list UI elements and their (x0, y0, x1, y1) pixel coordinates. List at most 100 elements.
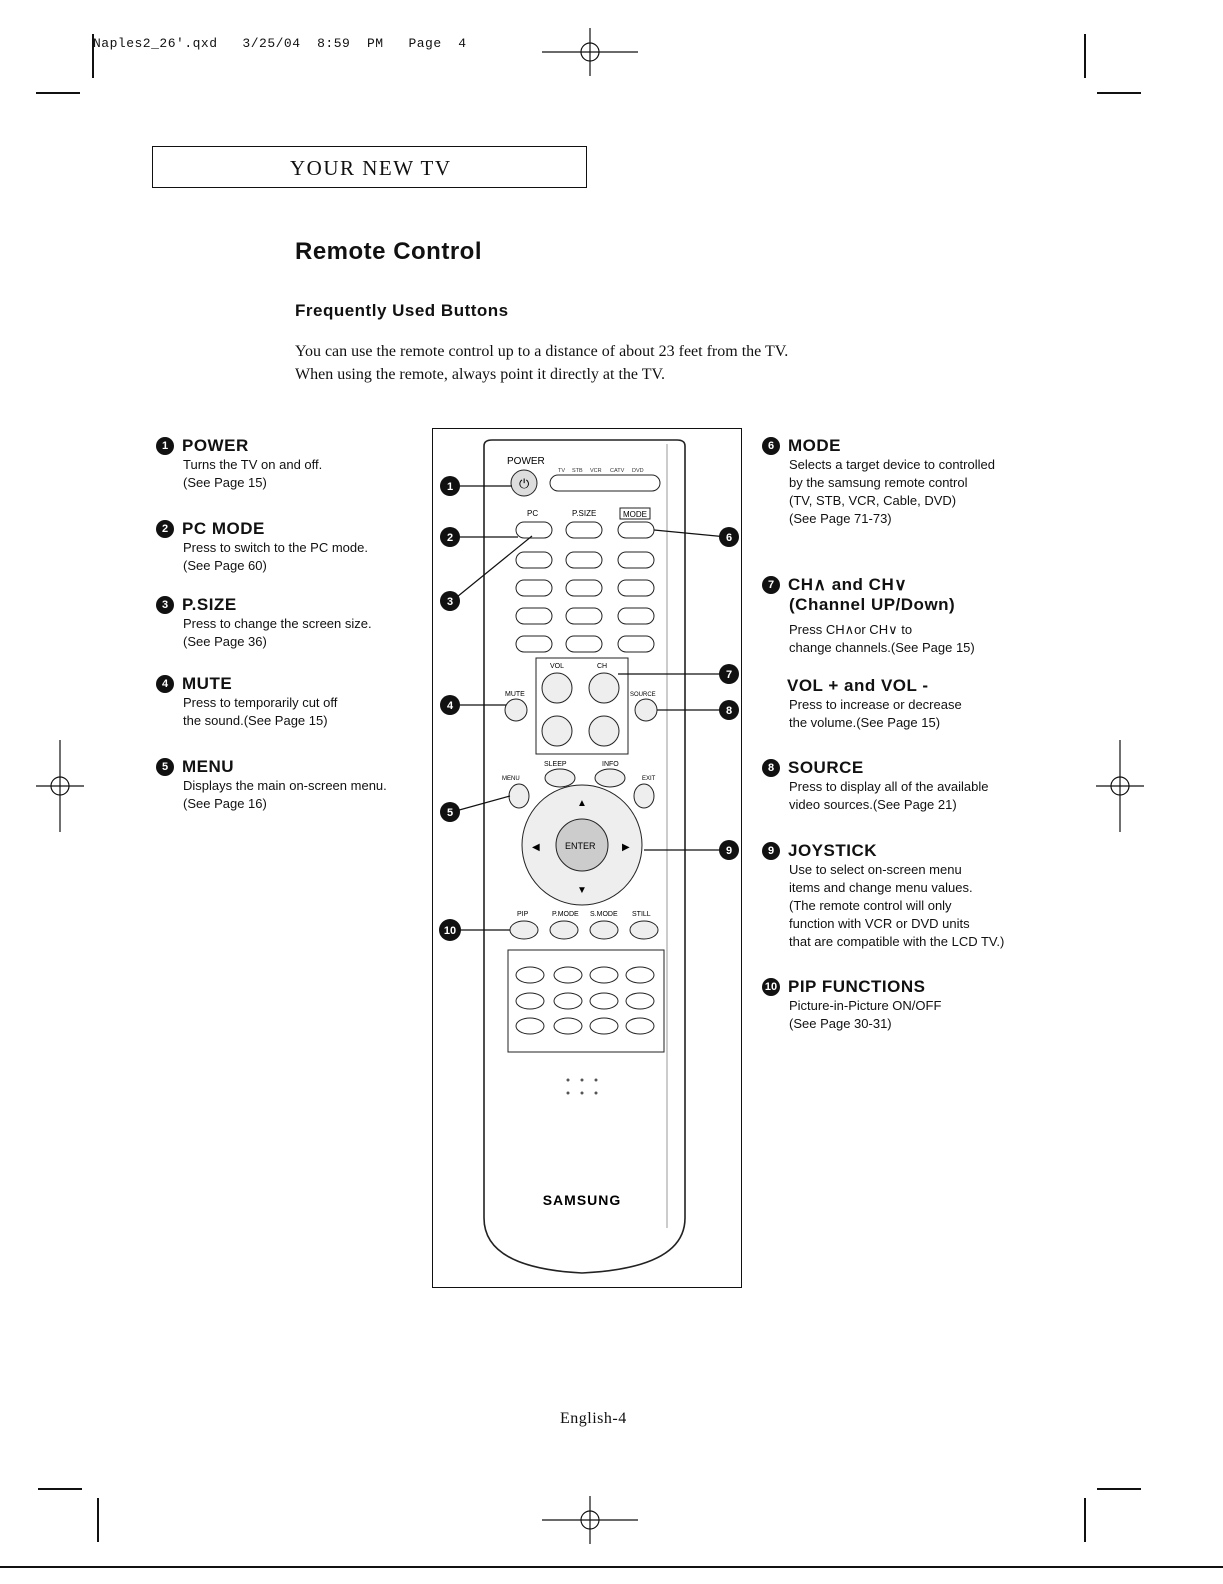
intro-line: You can use the remote control up to a d… (295, 343, 789, 360)
ch-down-button (588, 715, 620, 747)
registration-mark (1096, 740, 1144, 832)
ch-label: CH (597, 663, 607, 670)
crop-mark (1084, 1498, 1086, 1542)
pc-button (515, 521, 553, 539)
callout-number: 7 (762, 576, 780, 594)
mode-label-tv: TV (558, 468, 565, 474)
callout-number: 4 (156, 675, 174, 693)
psize-button (565, 521, 603, 539)
info-label: INFO (602, 761, 619, 768)
svg-text:▲: ▲ (577, 798, 587, 809)
remote-illustration-frame (432, 428, 742, 1288)
item-heading: POWER (182, 436, 249, 455)
svg-text:◀: ◀ (532, 842, 540, 853)
vol-up-button (541, 672, 573, 704)
sleep-label: SLEEP (544, 761, 567, 768)
item-heading: MUTE (182, 674, 233, 693)
item-description: Displays the main on-screen menu. (See P… (183, 778, 387, 811)
section-title: YOUR NEW TV (290, 156, 452, 180)
callout-8 (719, 700, 739, 720)
pmode-button (549, 920, 579, 940)
page-edge (0, 1566, 1223, 1568)
mode-label-dvd: DVD (632, 468, 644, 474)
smode-button (589, 920, 619, 940)
svg-text:10: 10 (444, 925, 456, 937)
item-description: Press to switch to the PC mode. (See Pag… (183, 540, 368, 573)
crop-mark (36, 92, 80, 94)
svg-text:3: 3 (447, 596, 453, 608)
callout-number: 2 (156, 520, 174, 538)
item-heading: PC MODE (182, 519, 265, 538)
callout-number: 9 (762, 842, 780, 860)
still-label: STILL (632, 911, 651, 918)
svg-text:7: 7 (726, 669, 732, 681)
mode-label-catv: CATV (610, 468, 625, 474)
callout-number: 6 (762, 437, 780, 455)
samsung-logo: SAMSUNG (543, 1192, 622, 1208)
crop-mark (1097, 92, 1141, 94)
subtitle: Frequently Used Buttons (295, 301, 509, 320)
crop-mark (97, 1498, 99, 1542)
item-heading: PIP FUNCTIONS (788, 977, 926, 996)
crop-mark (1084, 34, 1086, 78)
section-header-box (152, 146, 587, 188)
svg-text:▶: ▶ (622, 842, 630, 853)
joystick-enter-button (555, 818, 609, 872)
mode-label-stb: STB (572, 468, 583, 474)
svg-text:5: 5 (447, 807, 453, 819)
registration-mark (542, 28, 638, 76)
item-source: 8 SOURCE Press to display all of the avai… (762, 758, 988, 814)
crop-mark (38, 1488, 82, 1490)
item-heading: VOL + and VOL - (787, 676, 929, 695)
power-icon: ⏻ (519, 476, 529, 491)
item-volume: VOL + and VOL - Press to increase or dec… (762, 676, 962, 732)
intro-line: When using the remote, always point it d… (295, 366, 665, 383)
item-heading: SOURCE (788, 758, 864, 777)
source-label: SOURCE (630, 692, 656, 698)
item-heading-sub: (Channel UP/Down) (789, 595, 956, 614)
device-mode-selector (549, 474, 661, 492)
callout-1 (440, 476, 460, 496)
menu-button (508, 783, 530, 809)
item-description: Use to select on-screen menu items and c… (789, 862, 1005, 949)
callout-7 (719, 664, 739, 684)
item-heading: CH∧ and CH∨ (788, 575, 908, 594)
callout-2 (440, 527, 460, 547)
pmode-label: P.MODE (552, 911, 579, 918)
svg-text:▼: ▼ (577, 885, 587, 896)
crop-mark (92, 34, 94, 78)
mute-label: MUTE (505, 691, 525, 698)
page-footer: English-4 (560, 1410, 627, 1427)
callout-number: 8 (762, 759, 780, 777)
pip-button (509, 920, 539, 940)
item-heading: MODE (788, 436, 841, 455)
pc-label: PC (527, 509, 538, 518)
item-description: Press to increase or decrease the volume… (789, 697, 962, 730)
still-button (629, 920, 659, 940)
item-description: Press to display all of the available vi… (789, 779, 989, 812)
pip-label: PIP (517, 911, 529, 918)
mode-label-vcr: VCR (590, 468, 602, 474)
callout-4 (440, 695, 460, 715)
page-title: Remote Control (295, 238, 482, 265)
svg-text:6: 6 (726, 532, 732, 544)
enter-label: ENTER (565, 841, 596, 851)
item-description: Selects a target device to controlled by… (789, 457, 995, 526)
callout-number: 1 (156, 437, 174, 455)
item-heading: P.SIZE (182, 595, 237, 614)
item-description: Press to temporarily cut off the sound.(… (183, 695, 338, 728)
callout-number: 3 (156, 596, 174, 614)
menu-label: MENU (502, 776, 520, 782)
callout-9 (719, 840, 739, 860)
file-slug: Naples2_26'.qxd 3/25/04 8:59 PM Page 4 (93, 36, 467, 51)
exit-label: EXIT (642, 776, 656, 782)
mute-button (504, 698, 528, 722)
vol-label: VOL (550, 663, 564, 670)
exit-button (633, 783, 655, 809)
svg-text:1: 1 (447, 481, 453, 493)
svg-text:2: 2 (447, 532, 453, 544)
